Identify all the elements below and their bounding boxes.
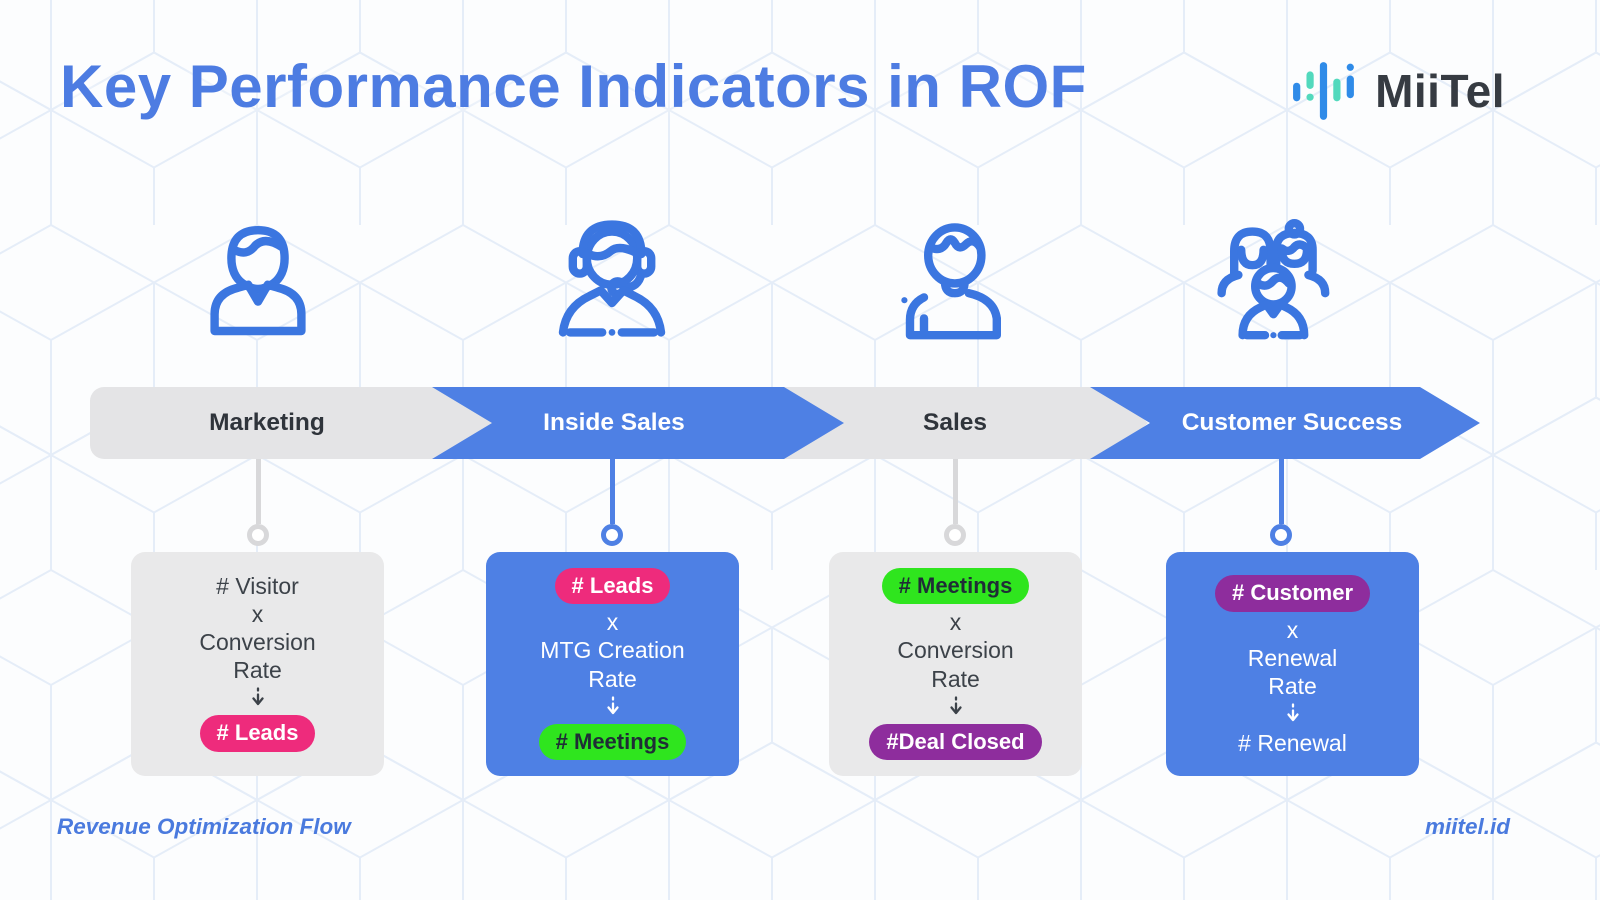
connector-ring (944, 524, 966, 546)
kpi-top-badge: # Leads (554, 567, 671, 605)
connector-line (952, 459, 958, 524)
kpi-factor: MTG Creation (540, 637, 685, 664)
kpi-factor: Rate (931, 665, 980, 692)
kpi-factor: Renewal (1247, 644, 1338, 671)
connector-line (1278, 459, 1284, 524)
footer-site-label: miitel.id (1424, 814, 1510, 839)
kpi-operator: x (606, 609, 619, 636)
sales-person-icon (882, 212, 1022, 352)
stage-label-customer-success: Customer Success (1181, 409, 1403, 436)
marketing-person-icon (188, 212, 328, 352)
kpi-top-badge: # Meetings (881, 567, 1030, 605)
kpi-factor: Conversion (199, 629, 316, 656)
connector-line (609, 459, 615, 524)
kpi-card-inside-sales: # Leads x MTG Creation Rate # Meetings (486, 552, 739, 776)
stage-label-marketing: Marketing (209, 409, 325, 436)
connector-ring (1270, 524, 1292, 546)
kpi-factor: Rate (1268, 672, 1317, 699)
kpi-result: # Renewal (1238, 729, 1347, 756)
brand-logo: MiiTel (1289, 58, 1505, 124)
stage-label-sales: Sales (922, 409, 988, 436)
kpi-factor: Rate (588, 665, 637, 692)
kpi-top-badge: # Customer (1214, 574, 1371, 612)
waveform-icon (1293, 62, 1354, 120)
kpi-top: # Visitor (216, 572, 299, 599)
connector-ring (247, 524, 269, 546)
brand-name: MiiTel (1375, 65, 1505, 117)
dashed-down-arrow-icon (605, 695, 621, 718)
kpi-result-badge: #Deal Closed (869, 723, 1042, 761)
footer-flow-label: Revenue Optimization Flow (57, 814, 351, 839)
page-title: Key Performance Indicators in ROF (60, 53, 1087, 120)
kpi-factor: Rate (233, 657, 282, 684)
kpi-result-badge: # Meetings (538, 723, 687, 761)
kpi-card-sales: # Meetings x Conversion Rate #Deal Close… (829, 552, 1082, 776)
kpi-result-badge: # Leads (199, 715, 316, 752)
stage-label-inside-sales: Inside Sales (543, 409, 685, 436)
inside-sales-arrow (432, 387, 844, 459)
connector-line (255, 459, 261, 524)
kpi-card-customer-success: # Customer x Renewal Rate # Renewal (1166, 552, 1419, 776)
kpi-card-marketing: # Visitor x Conversion Rate # Leads (131, 552, 384, 776)
connector-ring (601, 524, 623, 546)
kpi-factor: Conversion (897, 637, 1014, 664)
customer-group-icon (1202, 212, 1342, 352)
kpi-operator: x (251, 601, 264, 628)
kpi-operator: x (1286, 616, 1299, 643)
kpi-operator: x (949, 609, 962, 636)
customer-success-arrow (1090, 387, 1480, 459)
dashed-down-arrow-icon (250, 687, 266, 709)
dashed-down-arrow-icon (948, 695, 964, 718)
dashed-down-arrow-icon (1285, 703, 1301, 725)
headset-agent-icon (542, 212, 682, 352)
